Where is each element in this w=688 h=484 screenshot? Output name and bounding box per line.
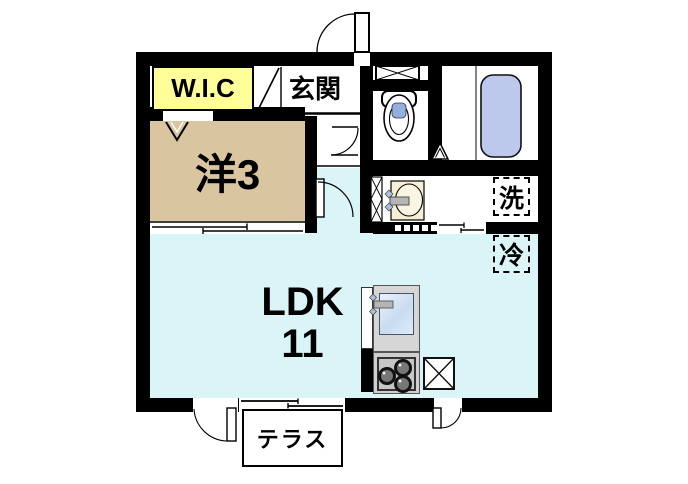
closet-door-icon: [258, 67, 282, 109]
kitchen-back-door-icon: [432, 407, 462, 429]
ldk-label-line1: LDK: [261, 279, 344, 324]
terrace-label-text: テラス: [256, 427, 329, 452]
wic-label: W.I.C: [152, 66, 254, 111]
washbasin-icon: [384, 180, 425, 221]
entrance-door-icon: [316, 12, 370, 53]
wic-entry-arrow-icon: [165, 121, 189, 142]
terrace-area: テラス: [242, 409, 343, 467]
fridge-space-text: 冷: [498, 242, 524, 270]
fridge-space: 冷: [493, 235, 530, 273]
washer-space: 洗: [493, 177, 530, 216]
wic-label-text: W.I.C: [171, 73, 235, 103]
dotted-boundary: [395, 225, 437, 231]
entrance-opening: [354, 52, 370, 66]
bath-folding-door-icon: [430, 141, 450, 160]
ldk-door-icon: [315, 178, 354, 218]
washroom-sliding-door-icon: [439, 222, 484, 233]
ldk-label: LDK 11: [240, 270, 365, 375]
room-ldk: [150, 233, 538, 398]
wall-western-right: [305, 116, 317, 233]
range-box-cross: [423, 357, 455, 390]
kitchen-counter-side: [361, 287, 373, 349]
ldk-label-line2: 11: [281, 321, 324, 366]
hall-door-icon: [317, 126, 360, 167]
kitchen-sink-icon: [379, 293, 414, 335]
stove-burners-icon: [378, 359, 412, 393]
wall-toilet-right: [428, 66, 442, 160]
wall-kitchen-stub: [361, 349, 373, 392]
wall-below-toilet-shelf: [373, 80, 428, 91]
western-room-label-text: 洋3: [194, 150, 261, 198]
western-room-label: 洋3: [150, 128, 305, 214]
entrance-label: 玄関: [283, 69, 347, 105]
terrace-window-icon: [241, 398, 343, 409]
entrance-label-text: 玄関: [288, 73, 341, 104]
kitchen-faucet-icon: [369, 293, 394, 316]
sliding-door-western-icon: [150, 221, 305, 234]
wall-bath-bottom: [360, 160, 538, 176]
toilet-icon: [381, 90, 417, 142]
toilet-shelf-icon: [375, 65, 420, 81]
bathtub-icon: [475, 66, 522, 160]
terrace-door-icon: [193, 407, 237, 442]
washroom-folding-door-icon: [370, 176, 383, 223]
wall-toilet-left: [360, 66, 373, 233]
washer-space-text: 洗: [498, 184, 524, 213]
